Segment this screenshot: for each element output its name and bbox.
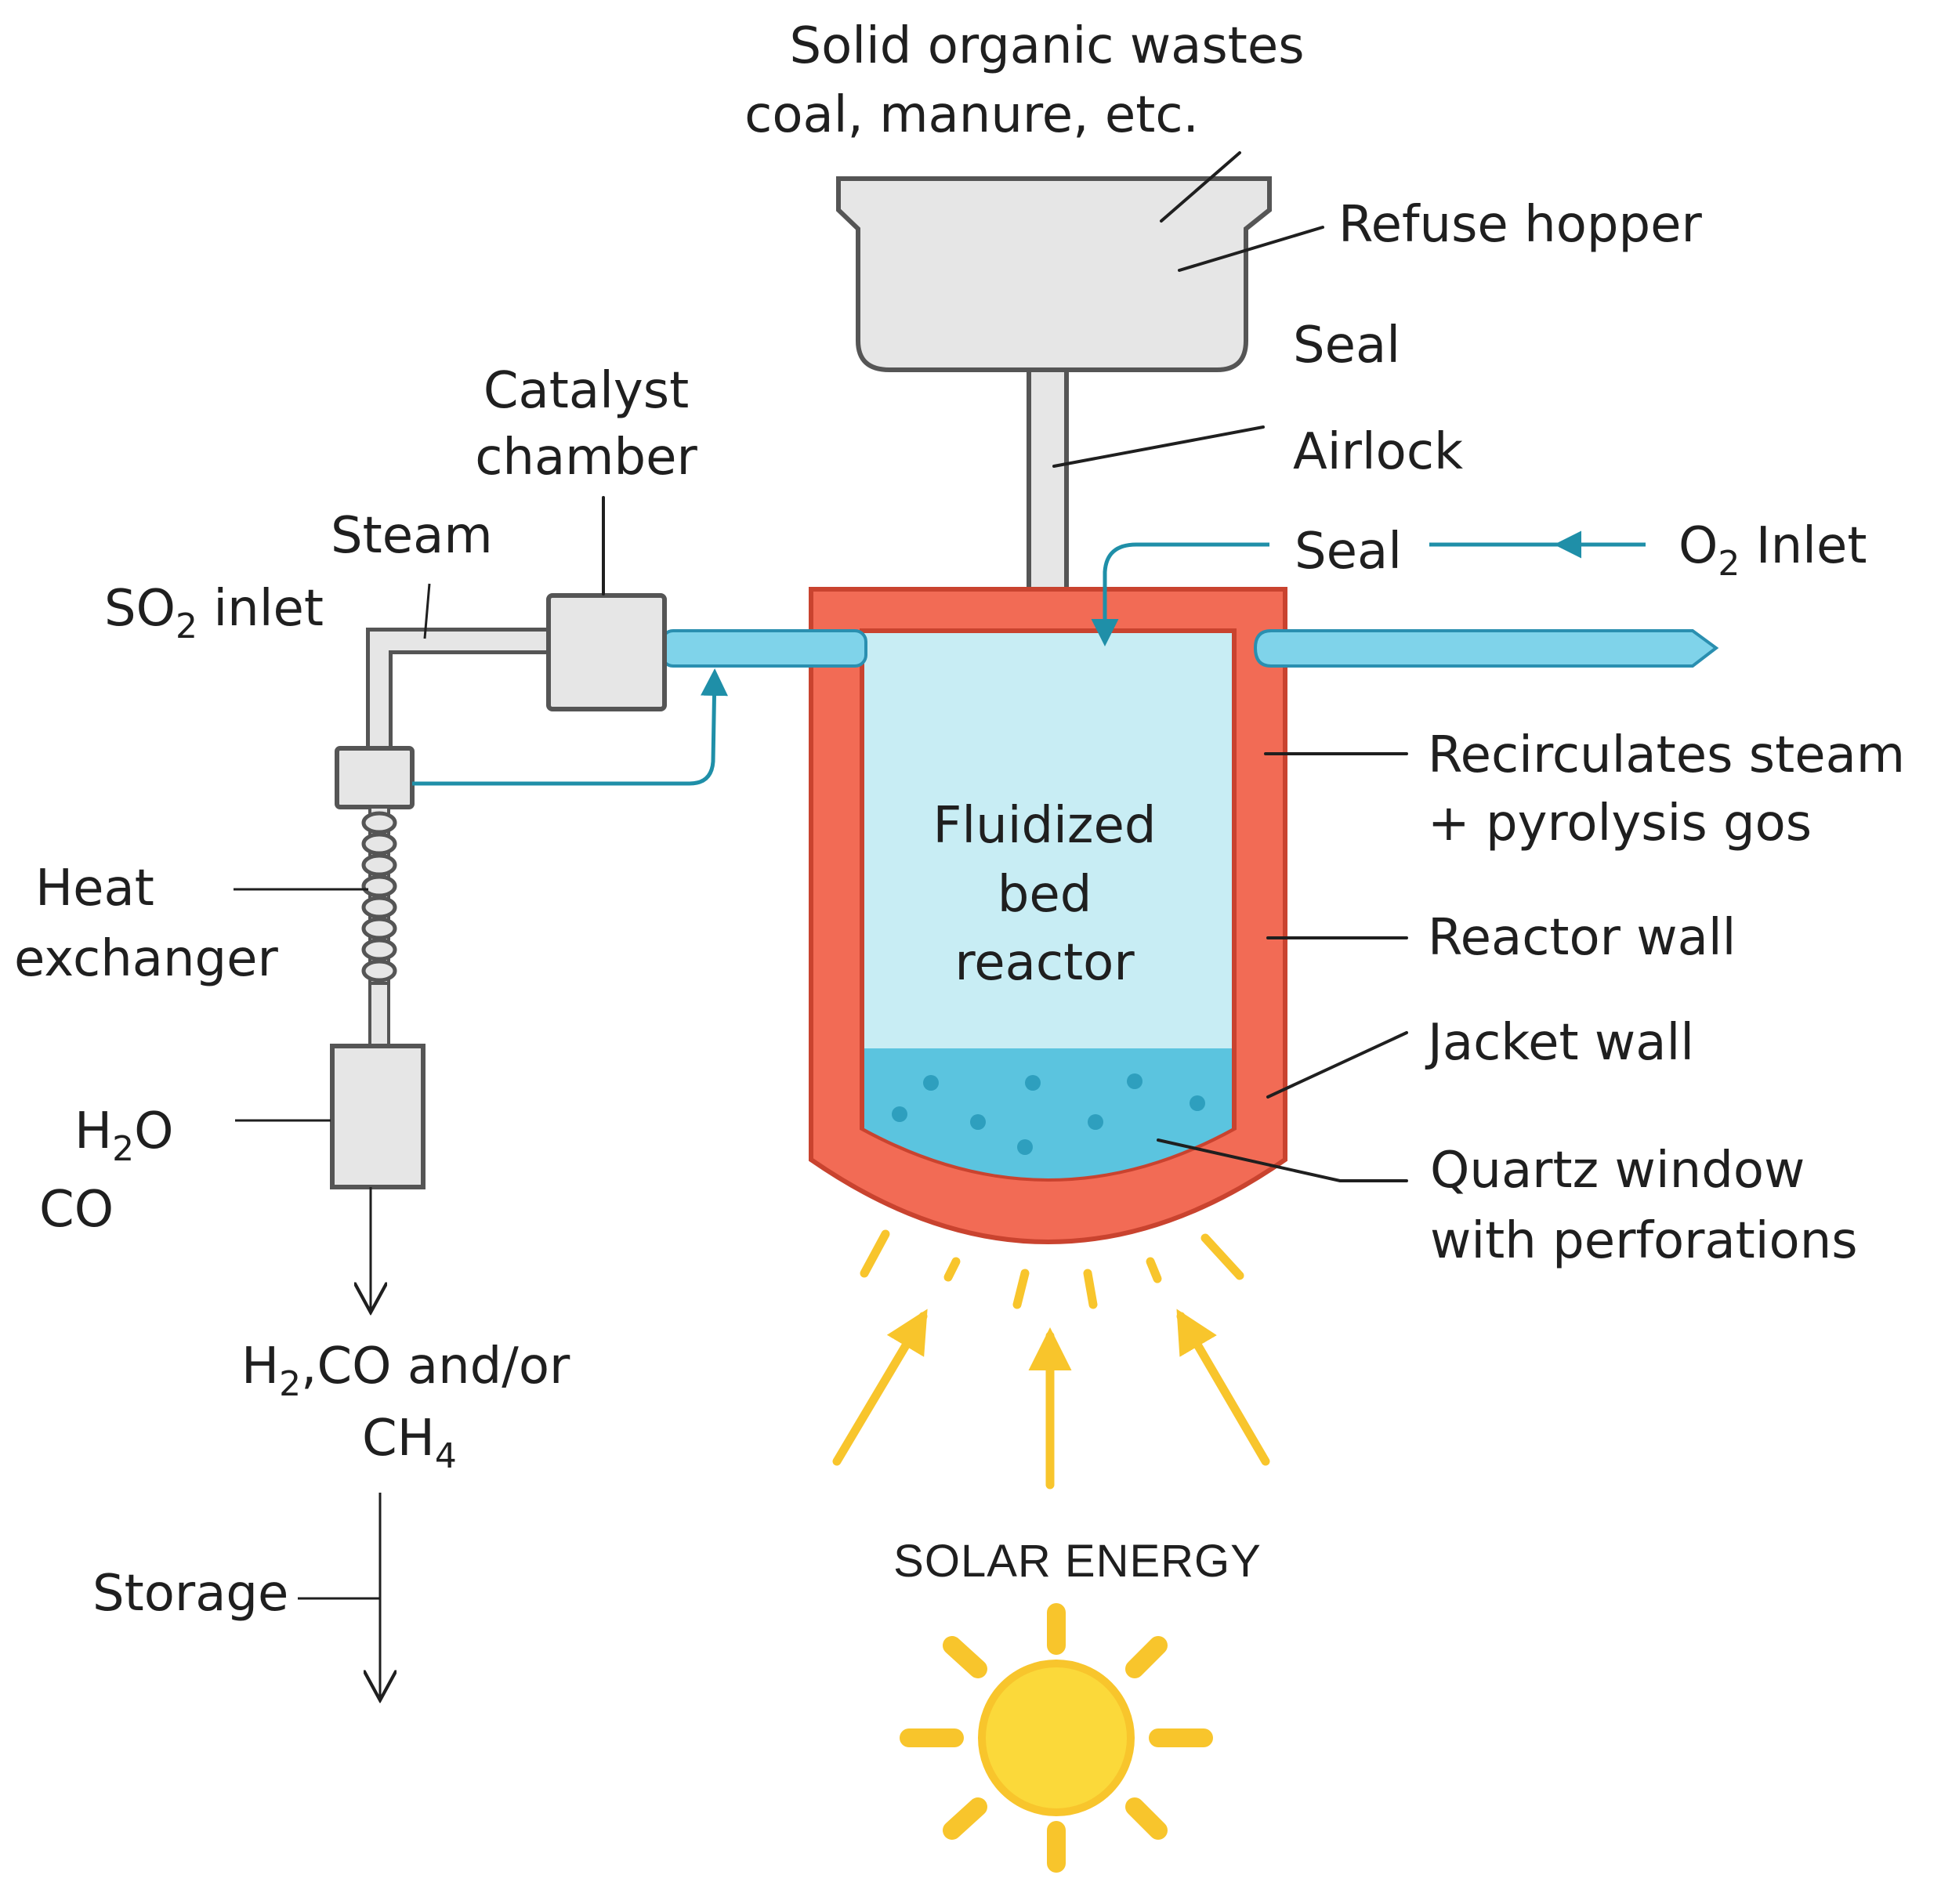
solar-energy-label: SOLAR ENERGY xyxy=(893,1536,1262,1587)
recirc-label-line2: + pyrolysis gos xyxy=(1428,795,1812,852)
jacket-wall-label: Jacket wall xyxy=(1425,1014,1694,1072)
leader-feed xyxy=(1160,151,1241,223)
steam-pipe xyxy=(366,628,549,748)
gas-pipe-right xyxy=(1253,629,1719,668)
leader-hopper xyxy=(1178,226,1324,272)
solar-rays xyxy=(832,1229,1270,1490)
steam-label: Steam xyxy=(331,507,493,565)
product-label-line2: CH4 xyxy=(362,1410,457,1476)
co-label: CO xyxy=(39,1181,114,1239)
leader-airlock xyxy=(1052,425,1265,468)
gas-pipe-left xyxy=(661,629,867,668)
leader-quartz xyxy=(1157,1138,1408,1182)
reactor-wall-label: Reactor wall xyxy=(1428,909,1736,967)
reactor-label-line2: bed xyxy=(998,866,1092,924)
reactor-label-line1: Fluidized xyxy=(933,797,1157,855)
heat-exchanger-neck xyxy=(368,982,390,1048)
so2-inlet-label: SO2 inlet xyxy=(104,580,324,646)
storage-label: Storage xyxy=(92,1565,288,1623)
seal-mid-label: Seal xyxy=(1295,523,1402,581)
leader-jacket-wall xyxy=(1266,1031,1408,1099)
product-label-line1: H2,CO and/or xyxy=(241,1338,570,1404)
recycle-flow-arrow xyxy=(412,668,728,786)
sun-icon xyxy=(900,1603,1213,1873)
feed-label-line1: Solid organic wastes xyxy=(789,17,1304,75)
recirc-label-line1: Recirculates steam xyxy=(1428,726,1905,784)
condensate-tank xyxy=(330,1044,425,1189)
reactor-label-line3: reactor xyxy=(954,934,1135,992)
quartz-label-line1: Quartz window xyxy=(1430,1142,1805,1200)
seal-top-label: Seal xyxy=(1293,317,1400,375)
refuse-hopper xyxy=(836,176,1272,372)
airlock-label: Airlock xyxy=(1293,423,1463,481)
bed-particles xyxy=(892,1073,1205,1155)
heat-exchanger-label-line2: exchanger xyxy=(14,930,279,988)
seal-flow-arrow xyxy=(1091,542,1269,646)
o2-inlet-label: O2 Inlet xyxy=(1678,517,1867,584)
water-label: H2O xyxy=(74,1102,174,1169)
refuse-hopper-label: Refuse hopper xyxy=(1338,196,1702,254)
airlock-pipe xyxy=(1027,367,1069,592)
catalyst-chamber xyxy=(546,593,667,711)
leader-steam xyxy=(423,583,431,639)
quartz-label-line2: with perforations xyxy=(1430,1212,1858,1270)
feed-label-line2: coal, manure, etc. xyxy=(744,86,1199,144)
catalyst-label-line1: Catalyst xyxy=(483,362,689,420)
reactor-interior xyxy=(860,628,1237,1182)
heat-exchanger-label-line1: Heat xyxy=(35,860,154,918)
catalyst-label-line2: chamber xyxy=(475,429,697,487)
valve-box xyxy=(335,746,415,809)
